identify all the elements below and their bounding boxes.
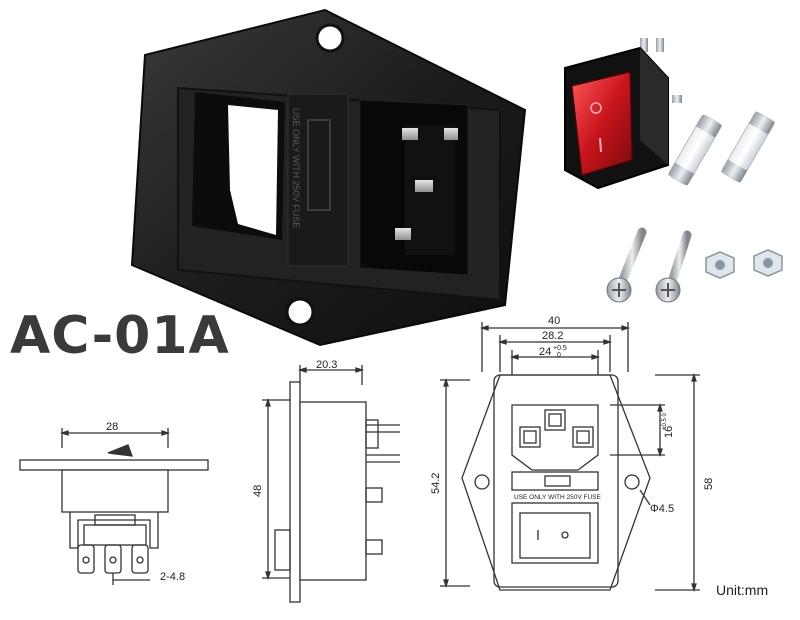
fuse-warning-drawing: USE ONLY WITH 250V FUSE bbox=[514, 494, 601, 501]
drawing-module-front bbox=[440, 322, 700, 593]
dim-side-height: 48 bbox=[252, 485, 264, 497]
dim-depth: 20.3 bbox=[316, 359, 337, 371]
dim-overall-width: 40 bbox=[548, 315, 560, 327]
dim-pin-spacing: 2-4.8 bbox=[160, 571, 185, 583]
glass-fuse-1 bbox=[667, 114, 723, 186]
glass-fuse-2 bbox=[720, 111, 776, 183]
rocker-switch-photo bbox=[564, 38, 682, 190]
pin-neutral bbox=[395, 228, 411, 240]
dim-inlet-width: 24 bbox=[539, 346, 551, 358]
rocker-button bbox=[571, 71, 633, 176]
switch-off-mark bbox=[590, 102, 602, 114]
fuse-drawer bbox=[287, 93, 349, 267]
fuse-warning-photo: USE ONLY WITH 250V FUSE bbox=[291, 108, 301, 228]
screw-1 bbox=[606, 227, 647, 303]
dim-inlet-height: 16 bbox=[663, 426, 675, 438]
mount-hole-top bbox=[315, 23, 345, 53]
nut-2 bbox=[753, 249, 783, 277]
unit-label: Unit:mm bbox=[716, 582, 769, 598]
mount-hole-bottom bbox=[285, 297, 315, 327]
drawing-switch-side bbox=[19, 428, 209, 585]
model-title: AC-01A bbox=[10, 306, 230, 366]
drawing-module-side bbox=[262, 365, 400, 603]
dim-hole-dia: Φ4.5 bbox=[650, 503, 674, 515]
dim-body-height: 54.2 bbox=[430, 473, 442, 494]
nut-1 bbox=[705, 251, 735, 279]
pin-earth bbox=[402, 128, 418, 140]
dim-inlet-height-tol: +0.5 0 bbox=[662, 412, 668, 430]
dim-inlet-tol-upper: +0.5 bbox=[553, 345, 567, 352]
screw-2 bbox=[655, 230, 692, 303]
dim-inlet-tol-lower: 0 bbox=[557, 352, 561, 359]
dim-overall-height: 58 bbox=[703, 478, 715, 490]
dim-flange-width: 28.2 bbox=[542, 330, 563, 342]
inlet-module-photo: USE ONLY WITH 250V FUSE bbox=[130, 8, 527, 347]
switch-on-mark bbox=[599, 137, 602, 153]
dim-switch-width: 28 bbox=[106, 421, 118, 433]
pin-line bbox=[415, 180, 433, 192]
